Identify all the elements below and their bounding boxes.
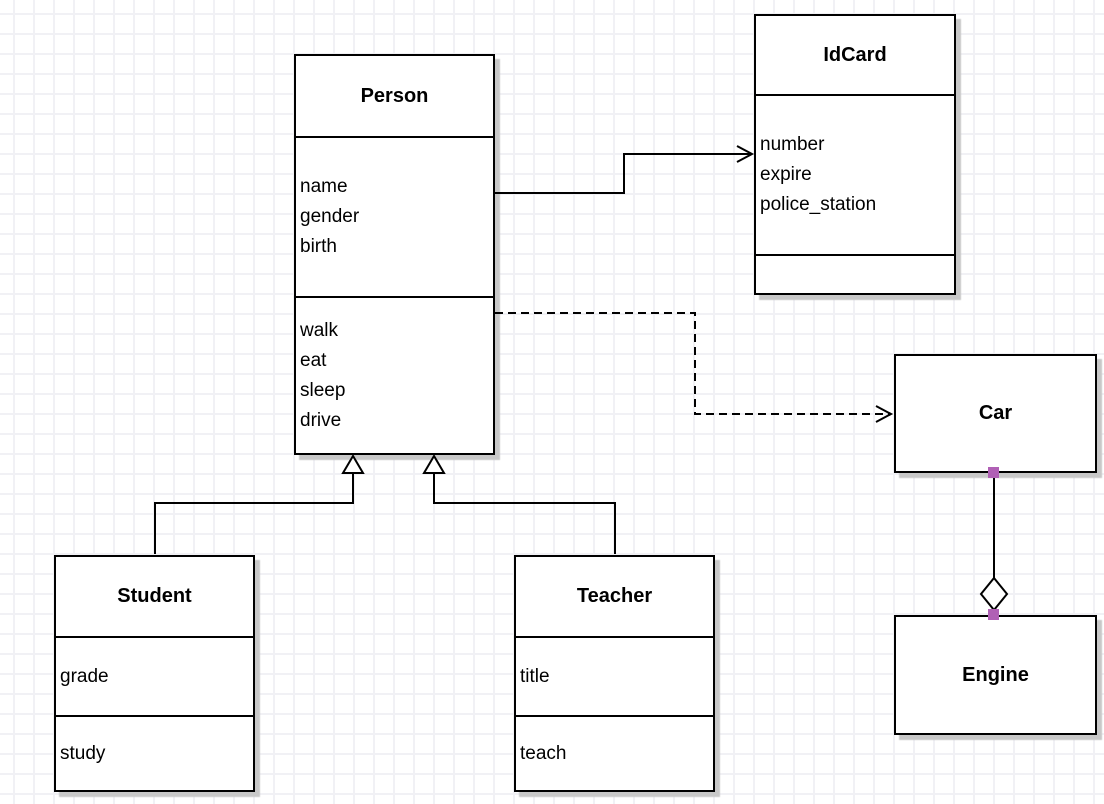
inheritance-line[interactable]: [433, 473, 616, 554]
method: study: [60, 742, 106, 764]
attribute: police_station: [760, 194, 877, 215]
class-person-methods: walk eat sleep drive: [296, 296, 493, 453]
method: drive: [300, 409, 342, 431]
attribute: title: [520, 665, 550, 687]
class-student-attributes: grade: [56, 636, 253, 715]
class-student[interactable]: Student grade study: [54, 555, 255, 792]
association-person-idcard[interactable]: [495, 145, 755, 194]
dependency-line[interactable]: [495, 312, 891, 415]
attribute: number: [760, 134, 825, 155]
class-person[interactable]: Person name gender birth walk eat sleep …: [294, 54, 495, 455]
method: eat: [300, 349, 327, 371]
inheritance-student-person[interactable]: [154, 454, 365, 554]
class-person-attributes: name gender birth: [296, 136, 493, 296]
attribute: grade: [60, 665, 109, 687]
class-student-methods: study: [56, 715, 253, 790]
attribute: birth: [300, 236, 337, 257]
class-idcard-title: IdCard: [823, 43, 887, 66]
hollow-triangle-icon: [341, 454, 365, 474]
method: walk: [300, 319, 339, 341]
class-person-title: Person: [360, 84, 429, 107]
method: sleep: [300, 379, 346, 401]
association-line[interactable]: [495, 153, 752, 194]
open-arrowhead-icon: [875, 405, 894, 423]
hollow-diamond-icon: [979, 576, 1009, 612]
class-teacher-title: Teacher: [576, 585, 653, 607]
class-teacher-attributes: title: [516, 636, 713, 715]
attribute: name: [300, 176, 348, 197]
dependency-person-car[interactable]: [495, 312, 894, 423]
attribute: expire: [760, 164, 812, 185]
class-idcard-methods: [756, 254, 954, 293]
class-engine[interactable]: Engine: [894, 615, 1097, 735]
attribute: gender: [300, 206, 360, 227]
class-car[interactable]: Car: [894, 354, 1097, 473]
open-arrowhead-icon: [736, 145, 755, 163]
class-student-title: Student: [117, 585, 192, 607]
class-engine-title: Engine: [962, 663, 1029, 686]
class-idcard-attributes: number expire police_station: [756, 94, 954, 254]
class-teacher-methods: teach: [516, 715, 713, 790]
class-car-title: Car: [978, 402, 1013, 424]
aggregation-car-engine[interactable]: [979, 467, 1009, 620]
inheritance-line[interactable]: [154, 473, 354, 554]
class-teacher[interactable]: Teacher title teach: [514, 555, 715, 792]
method: teach: [520, 742, 567, 764]
class-idcard[interactable]: IdCard number expire police_station: [754, 14, 956, 295]
hollow-triangle-icon: [422, 454, 446, 474]
inheritance-teacher-person[interactable]: [422, 454, 616, 554]
